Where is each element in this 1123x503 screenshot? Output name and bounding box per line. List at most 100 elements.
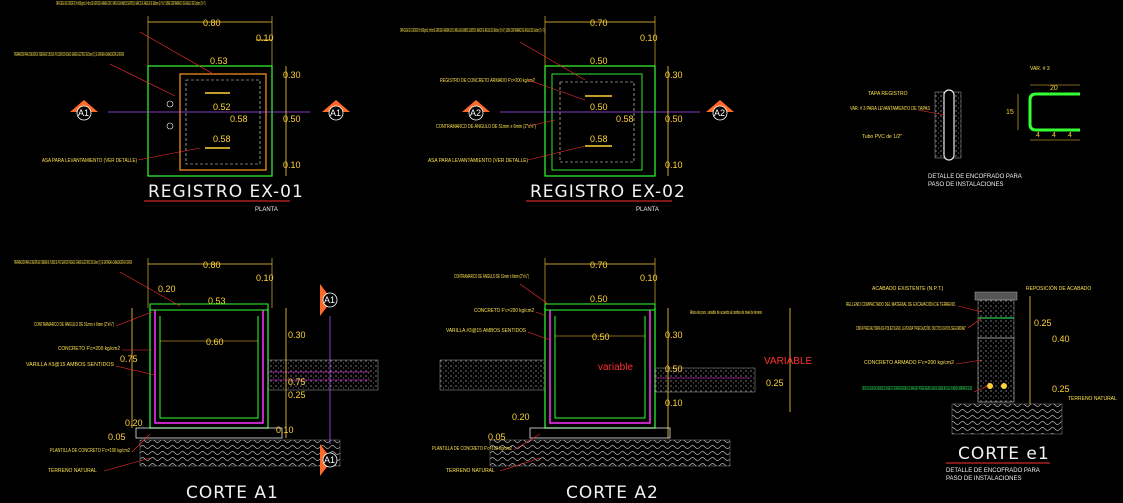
registro-ex01-view: 0.80 0.10 0.53 0.52 0.58 0.58 0.30 0.50 … xyxy=(14,0,350,213)
ex01-marker-right-label: A1 xyxy=(330,108,341,118)
ex02-dim-top-right: 0.10 xyxy=(640,33,658,43)
ex02-dim-inner-bottom: 0.58 xyxy=(590,134,608,144)
registro-ex02-view: 0.70 0.10 0.50 0.50 0.58 0.58 0.30 0.50 … xyxy=(400,16,734,213)
a2-dim-right-bottom: 0.10 xyxy=(665,398,683,408)
ex01-title: REGISTRO EX-01 xyxy=(148,182,304,202)
encofrado-title: DETALLE DE ENCOFRADO PARA xyxy=(928,174,1022,180)
a2-note-contramarco: CONTRAMARCO DE ÁNGULO DE 51mm x 6mm (2"x… xyxy=(454,273,529,280)
a2-pipe-fill-left xyxy=(439,359,546,391)
e1-note-concreto: CONCRETO ARMADO F'c=200 kg/cm2 xyxy=(864,360,954,366)
a2-dim-right-mid: 0.50 xyxy=(665,364,683,374)
ex01-dim-inner-right: 0.58 xyxy=(230,114,248,124)
a1-note-plantilla: PLANTILLA DE CONCRETO F'c=100 kg/cm2 xyxy=(50,448,130,454)
a1-marker-top-label: A1 xyxy=(324,295,335,305)
a1-dim-inner-top: 0.53 xyxy=(208,296,226,306)
ex02-note-asa: ASA PARA LEVANTAMIENTO (VER DETALLE) xyxy=(428,158,528,164)
a1-dim-bottom: 0.20 xyxy=(125,418,143,428)
encofrado-tube xyxy=(943,89,955,161)
ex02-dim-right-bottom: 0.10 xyxy=(665,160,683,170)
ex02-subtitle: PLANTA xyxy=(636,207,659,213)
a1-inner-wall xyxy=(159,316,259,419)
ex02-note-registro: REGISTRO DE CONCRETO ARMADO F'c=200 kg/c… xyxy=(440,78,535,84)
a1-terreno xyxy=(139,439,341,467)
corte-e1-view: 0.25 0.40 0.25 ACABADO EXISTENTE (N.P.T.… xyxy=(846,285,1117,482)
e1-note-acabado: ACABADO EXISTENTE (N.P.T.) xyxy=(872,286,944,292)
ex02-marker-left-label: A2 xyxy=(470,108,481,118)
ex01-note-asa: ASA PARA LEVANTAMIENTO (VER DETALLE) xyxy=(42,158,137,164)
a2-pipe-fill-right xyxy=(654,367,756,393)
e1-note-tubo: TUBO DE POLIETILENO DE ALTA DENSIDAD COL… xyxy=(862,385,972,392)
a1-section-marker-top xyxy=(322,292,338,308)
a2-rebar xyxy=(549,310,651,424)
ex01-dim-right-mid: 0.50 xyxy=(283,114,301,124)
encofrado-var-tag: VAR. # 3 xyxy=(1030,66,1050,72)
ex02-dim-inner-right: 0.58 xyxy=(616,114,634,124)
ex01-dim-inner-mid: 0.52 xyxy=(213,102,231,112)
a1-plantilla xyxy=(135,427,283,439)
e1-tube-2 xyxy=(1001,383,1007,389)
ex02-note-tapa: TAPA CIEGA DE CONCRETO f'c=200kg/cm2, h=… xyxy=(400,27,545,34)
corte-a2-view: 0.70 0.10 0.50 0.50 variable 0.30 0.50 0… xyxy=(432,258,812,503)
a2-note-plantilla: PLANTILLA DE CONCRETO F'c=100 kg/cm2 xyxy=(432,446,512,452)
ex01-dim-right-bottom: 0.10 xyxy=(283,160,301,170)
a2-dim-right-top: 0.30 xyxy=(665,330,683,340)
ex01-dim-top-right: 0.10 xyxy=(256,33,274,43)
encofrado-dim-top: 20 xyxy=(1050,85,1058,92)
e1-concreto xyxy=(977,337,1015,403)
e1-acabado xyxy=(974,291,1018,301)
a1-dim-left-mid: 0.75 xyxy=(120,354,138,364)
a2-inner-wall xyxy=(554,316,646,419)
a1-dim-right-mid: 0.75 xyxy=(288,377,306,387)
a2-dim-inner-mid: 0.50 xyxy=(592,332,610,342)
a2-note-varilla: VARILLA #3@15 AMBOS SENTIDOS xyxy=(446,328,527,334)
a1-note-terreno: TERRENO NATURAL xyxy=(48,468,97,474)
detalle-encofrado-view: TAPA REGISTRO VAR. # 3 PARA LEVANTAMIENT… xyxy=(850,66,1080,188)
a2-lid xyxy=(544,303,656,311)
a2-note-terreno: TERRENO NATURAL xyxy=(446,468,495,474)
a1-dim-top-right: 0.10 xyxy=(256,273,274,283)
e1-relleno xyxy=(977,299,1015,339)
a1-marker-bottom-label: A1 xyxy=(324,455,335,465)
a1-outer-wall xyxy=(149,308,269,429)
e1-tube-1 xyxy=(987,383,993,389)
corte-a1-view: 0.80 0.10 0.20 0.53 0.60 0.30 0.75 0.25 … xyxy=(14,258,379,503)
a2-dim-top-right: 0.10 xyxy=(640,273,658,283)
a1-dim-right-bottom: 0.10 xyxy=(276,425,294,435)
a1-title: CORTE A1 xyxy=(186,483,279,503)
e1-dim-top: 0.25 xyxy=(1034,318,1052,328)
a2-dim-right-low: 0.25 xyxy=(766,378,784,388)
a2-dim-base: 0.05 xyxy=(488,432,506,442)
encofrado-dim-b1: 4 xyxy=(1036,132,1040,139)
a1-note-preparacion: PREPARACIÓN PARA CONEXIÓN DE TUBERÍA DE … xyxy=(14,259,132,266)
a1-pipe-fill xyxy=(267,359,379,391)
a1-note-concreto: CONCRETO F'c=200 kg/cm2 xyxy=(58,346,120,352)
a1-dim-inner-mid: 0.60 xyxy=(206,337,224,347)
a2-note-altura: Altura de pozo, variable de acuerdo al c… xyxy=(690,310,762,316)
ex02-title: REGISTRO EX-02 xyxy=(530,182,686,202)
ex01-dim-inner-top: 0.53 xyxy=(210,56,228,66)
ex02-marker-right-label: A2 xyxy=(714,108,725,118)
ex02-dim-right-top: 0.30 xyxy=(665,70,683,80)
e1-note-relleno: RELLENO COMPACTADO DEL MATERIAL DE EXCAV… xyxy=(846,301,956,308)
encofrado-dim-b2: 4 xyxy=(1052,132,1056,139)
encofrado-dim-left: 15 xyxy=(1006,109,1014,116)
a2-variable-label: VARIABLE xyxy=(764,356,812,367)
a1-note-varilla: VARILLA #3@15 AMBOS SENTIDOS xyxy=(26,362,115,368)
e1-title: CORTE e1 xyxy=(958,444,1050,464)
e1-title3: PASO DE INSTALACIONES xyxy=(946,476,1021,482)
a2-variable-red: variable xyxy=(598,362,633,373)
ex02-outer-wall xyxy=(544,65,656,177)
e1-title2: DETALLE DE ENCOFRADO PARA xyxy=(946,468,1040,474)
a1-dim-base: 0.05 xyxy=(108,432,126,442)
ex01-dim-right-top: 0.30 xyxy=(283,70,301,80)
ex02-dim-right-mid: 0.50 xyxy=(665,114,683,124)
a1-note-contramarco: CONTRAMARCO DE ÁNGULO DE 51mm x 6mm (2"x… xyxy=(34,321,114,328)
a1-dim-mid-right: 0.25 xyxy=(288,390,306,400)
ex02-inner-wall xyxy=(551,73,643,171)
ex02-note-contramarco: CONTRAMARCO DE ÁNGULO DE 51mm x 6mm (2"x… xyxy=(436,123,536,130)
ex01-dim-top: 0.80 xyxy=(203,18,221,28)
encofrado-tapa-label: TAPA REGISTRO xyxy=(868,91,908,97)
a2-terreno xyxy=(489,439,731,467)
e1-note-terreno: TERRENO NATURAL xyxy=(1068,396,1117,402)
